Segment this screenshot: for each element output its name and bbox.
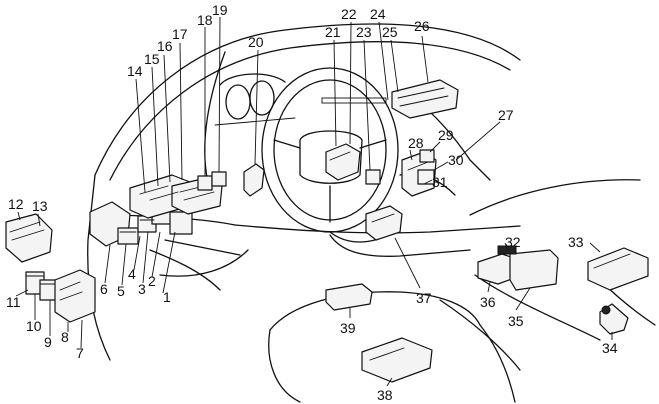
callout-3: 3 (138, 281, 146, 297)
callout-12: 12 (8, 196, 24, 212)
part-12-13-relay-block (5, 213, 53, 263)
callout-38: 38 (377, 387, 393, 403)
callout-2: 2 (148, 273, 156, 289)
callout-1: 1 (163, 289, 171, 305)
callout-20: 20 (248, 34, 264, 50)
callout-16: 16 (157, 38, 173, 54)
callout-11: 11 (6, 294, 21, 310)
part-38-module (361, 337, 433, 383)
callout-33: 33 (568, 234, 584, 250)
callout-6: 6 (100, 281, 108, 297)
part-20-module (243, 163, 265, 197)
steering-column (329, 231, 376, 243)
part-22-24-26-ecu (321, 79, 459, 119)
callout-19: 19 (212, 2, 228, 18)
callout-9: 9 (44, 334, 52, 350)
callout-17: 17 (172, 26, 188, 42)
callout-37: 37 (416, 290, 432, 306)
callout-21: 21 (325, 24, 341, 40)
callout-5: 5 (117, 283, 125, 299)
part-39-module (325, 283, 373, 311)
part-21-module (325, 143, 361, 181)
callout-24: 24 (370, 6, 386, 22)
callout-4: 4 (128, 266, 136, 282)
part-9-11-relays (25, 271, 57, 301)
callout-30: 30 (448, 152, 464, 168)
callout-labels: 1 2 3 4 5 6 7 8 9 10 11 12 13 14 15 16 1… (6, 2, 618, 403)
callout-36: 36 (480, 294, 496, 310)
callout-15: 15 (144, 51, 160, 67)
instrument-cluster (214, 73, 296, 126)
callout-23: 23 (356, 24, 372, 40)
callout-26: 26 (414, 18, 430, 34)
callout-28: 28 (408, 135, 424, 151)
callout-32: 32 (505, 234, 521, 250)
callout-7: 7 (76, 345, 84, 361)
callout-29: 29 (438, 127, 454, 143)
part-32-36-module (477, 245, 559, 291)
callout-10: 10 (26, 318, 42, 334)
callout-25: 25 (382, 24, 398, 40)
callout-22: 22 (341, 6, 357, 22)
callout-35: 35 (508, 313, 524, 329)
callout-8: 8 (61, 329, 69, 345)
part-27-31-modules (401, 149, 437, 197)
callout-14: 14 (127, 63, 143, 79)
part-34-sensor (599, 303, 629, 335)
part-37-bracket (365, 205, 403, 241)
callout-13: 13 (32, 198, 48, 214)
callout-34: 34 (602, 340, 618, 356)
callout-18: 18 (197, 12, 213, 28)
callout-27: 27 (498, 107, 514, 123)
callout-39: 39 (340, 320, 356, 336)
leader-lines (15, 16, 613, 387)
part-7-8-module (54, 269, 96, 323)
part-23-relay (365, 169, 381, 185)
callout-31: 31 (432, 174, 448, 190)
part-33-module (587, 247, 649, 291)
